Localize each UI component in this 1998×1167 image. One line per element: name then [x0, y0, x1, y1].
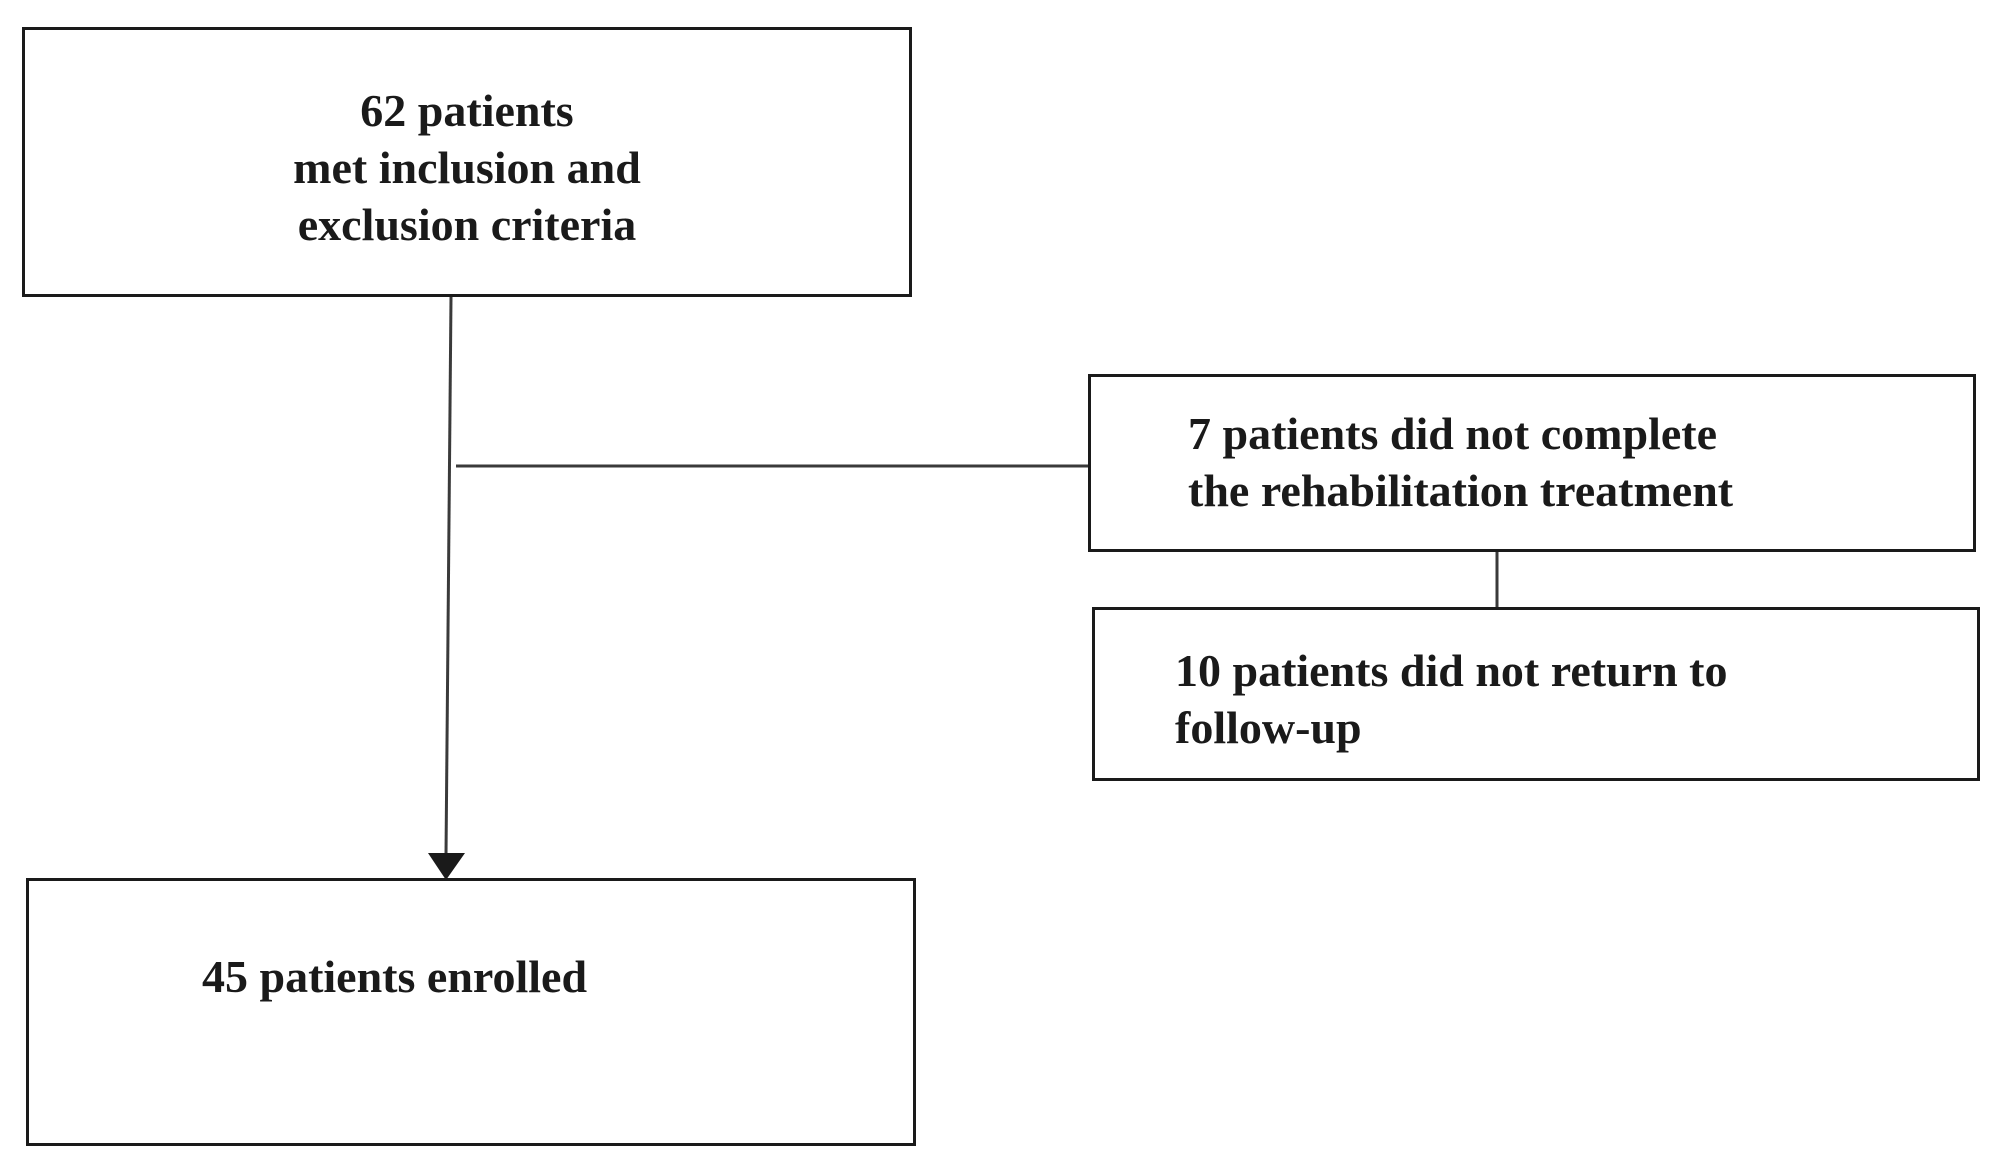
screened-patients-box [22, 27, 912, 297]
lost-to-followup-text: 10 patients did not return to follow-up [1175, 642, 1727, 756]
incomplete-treatment-text: 7 patients did not complete the rehabili… [1188, 405, 1733, 519]
incomplete-line-1: 7 patients did not complete [1188, 408, 1717, 459]
screened-line-2: met inclusion and [293, 142, 641, 193]
screened-line-1: 62 patients [360, 85, 574, 136]
lost-line-2: follow-up [1175, 702, 1362, 753]
screened-line-3: exclusion criteria [297, 199, 637, 250]
enrolled-patients-box [26, 878, 916, 1146]
main-flow-line [444, 296, 453, 856]
arrowhead-icon [428, 853, 465, 880]
screened-patients-text: 62 patients met inclusion and exclusion … [22, 82, 912, 253]
incomplete-treatment-box [1088, 374, 1976, 552]
enrolled-patients-text: 45 patients enrolled [202, 948, 587, 1005]
lost-to-followup-box [1092, 607, 1980, 781]
lost-line-1: 10 patients did not return to [1175, 645, 1728, 696]
incomplete-line-2: the rehabilitation treatment [1188, 465, 1734, 516]
enrolled-line-1: 45 patients enrolled [202, 951, 588, 1002]
